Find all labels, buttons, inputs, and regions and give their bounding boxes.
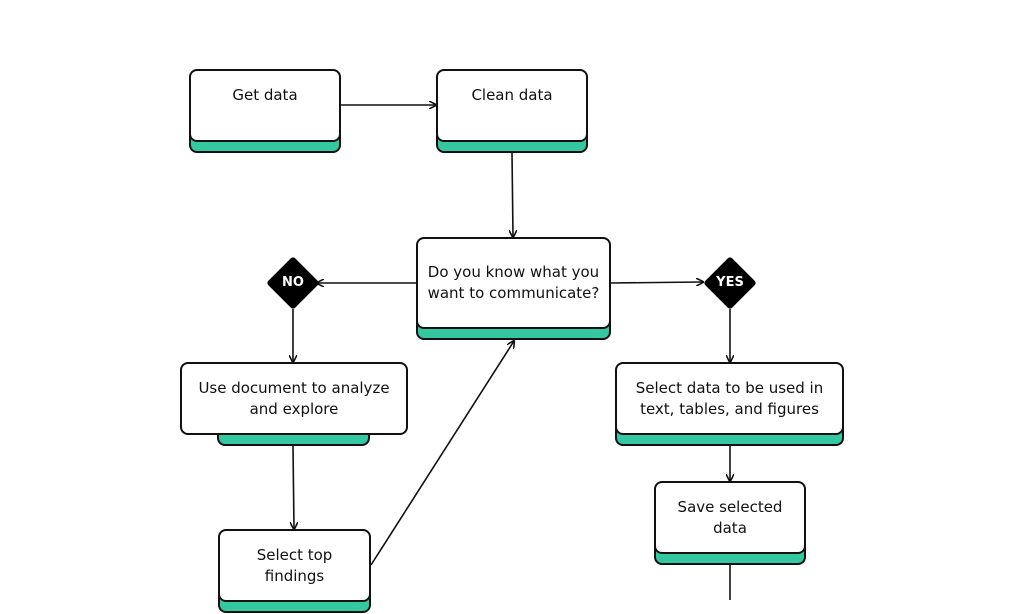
node-get-data: Get data bbox=[189, 69, 341, 154]
arrow-clean-to-question bbox=[512, 152, 513, 237]
node-label: Save selected data bbox=[654, 481, 806, 554]
node-analyze: Use document to analyze and explore bbox=[180, 362, 408, 447]
node-label: Use document to analyze and explore bbox=[180, 362, 408, 435]
node-select-findings: Select top findings bbox=[218, 529, 371, 614]
node-label: Do you know what you want to communicate… bbox=[416, 237, 611, 329]
arrow-question-to-yes bbox=[610, 282, 703, 283]
node-clean-data: Clean data bbox=[436, 69, 588, 154]
arrow-findings-to-question bbox=[370, 341, 514, 566]
decision-yes-label: YES bbox=[716, 275, 744, 290]
node-label: Get data bbox=[189, 69, 341, 142]
decision-no-label: NO bbox=[282, 275, 304, 290]
connectors bbox=[0, 0, 1024, 600]
node-question: Do you know what you want to communicate… bbox=[416, 237, 611, 341]
node-select-data: Select data to be used in text, tables, … bbox=[615, 362, 844, 447]
node-label: Select data to be used in text, tables, … bbox=[615, 362, 844, 435]
node-label: Clean data bbox=[436, 69, 588, 142]
node-label: Select top findings bbox=[218, 529, 371, 602]
arrow-analyze-to-findings bbox=[293, 445, 294, 529]
node-save-data: Save selected data bbox=[654, 481, 806, 566]
